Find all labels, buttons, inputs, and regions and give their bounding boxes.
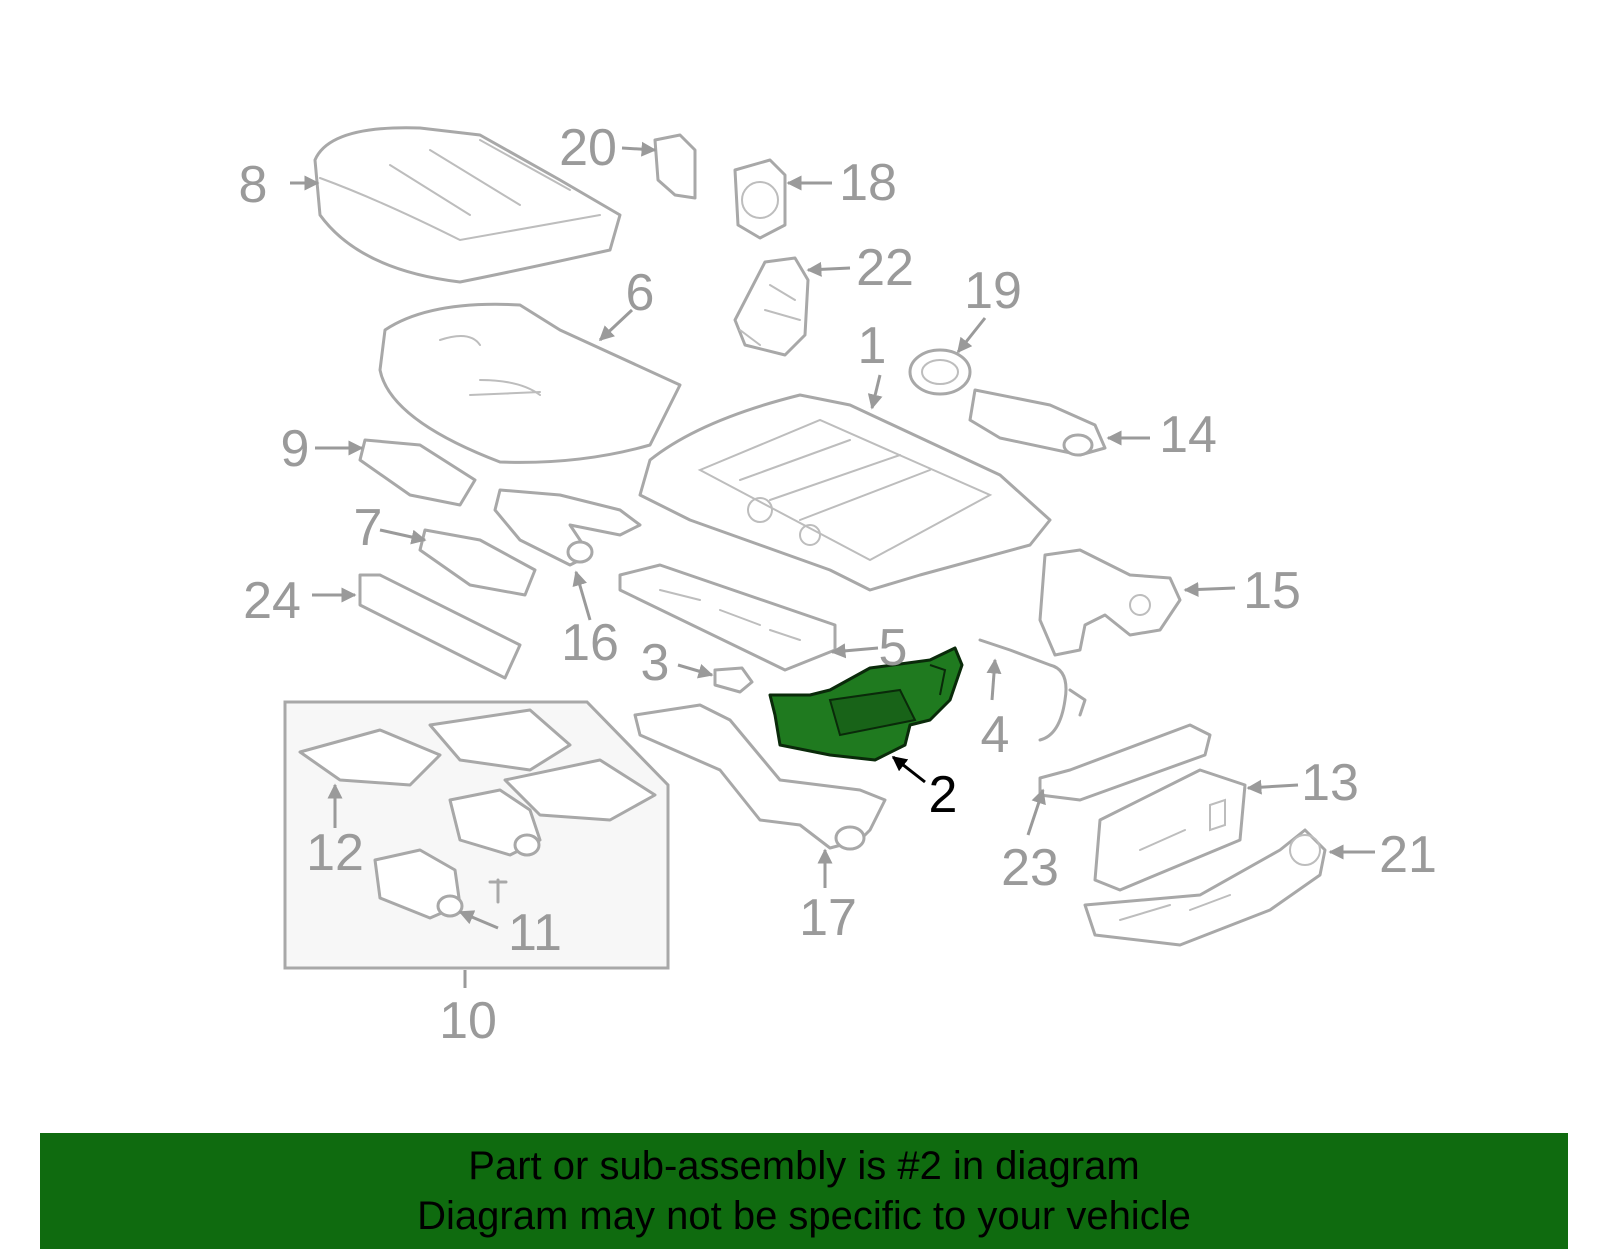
leader-19	[956, 317, 987, 354]
leader-23	[1026, 788, 1046, 836]
part-18-bracket[interactable]	[733, 158, 787, 240]
callout-6: 6	[626, 264, 655, 322]
callout-21: 21	[1379, 826, 1437, 884]
callout-9: 9	[281, 420, 310, 478]
callout-20: 20	[559, 119, 617, 177]
callout-2: 2	[929, 766, 958, 824]
callout-14: 14	[1159, 406, 1217, 464]
part-23-trim[interactable]	[1038, 723, 1212, 802]
part-24-trim[interactable]	[358, 573, 522, 680]
callout-13: 13	[1301, 754, 1359, 812]
part-6-cushion-pad[interactable]	[378, 302, 682, 464]
leader-5	[830, 643, 879, 659]
callout-8: 8	[239, 156, 268, 214]
callout-5: 5	[879, 619, 908, 677]
part-4-cable[interactable]	[978, 638, 1087, 742]
part-20-cap[interactable]	[653, 133, 697, 200]
callout-4: 4	[981, 706, 1010, 764]
leader-2	[891, 755, 926, 784]
callout-24: 24	[243, 572, 301, 630]
leader-7	[379, 528, 427, 545]
callout-22: 22	[856, 239, 914, 297]
leader-20	[621, 141, 657, 157]
callout-18: 18	[839, 154, 897, 212]
part-3-clip[interactable]	[713, 666, 754, 694]
callout-11: 11	[508, 904, 562, 962]
part-22-bracket[interactable]	[733, 256, 810, 357]
part-21-cover[interactable]	[1083, 828, 1327, 947]
part-2-bracket-highlighted[interactable]	[768, 646, 964, 762]
callout-17: 17	[799, 889, 857, 947]
callout-12: 12	[306, 824, 364, 882]
leader-15	[1183, 581, 1236, 597]
part-10-kit-box[interactable]	[283, 700, 670, 970]
part-17-motor[interactable]	[633, 703, 887, 851]
part-1-seat-frame[interactable]	[638, 393, 1052, 592]
leader-13	[1246, 779, 1299, 795]
leader-6	[598, 308, 634, 342]
callout-15: 15	[1243, 562, 1301, 620]
part-9-trim[interactable]	[358, 438, 477, 507]
part-14-motor[interactable]	[968, 388, 1107, 457]
leader-4	[986, 658, 1002, 701]
part-19-ring[interactable]	[908, 348, 972, 396]
callout-10: 10	[439, 992, 497, 1050]
callout-23: 23	[1001, 839, 1059, 897]
leader-1	[867, 374, 883, 410]
callout-3: 3	[641, 634, 670, 692]
part-16-actuator[interactable]	[493, 488, 642, 567]
part-7-trim[interactable]	[418, 528, 537, 597]
footer-banner: Part or sub-assembly is #2 in diagram Di…	[40, 1133, 1568, 1249]
leader-22	[806, 261, 851, 277]
leader-16	[572, 570, 592, 621]
footer-line-part: Part or sub-assembly is #2 in diagram	[468, 1144, 1140, 1188]
leader-3	[677, 663, 714, 679]
callout-1: 1	[858, 317, 887, 375]
footer-line-disclaimer: Diagram may not be specific to your vehi…	[417, 1194, 1191, 1238]
callout-16: 16	[561, 614, 619, 672]
part-13-switch[interactable]	[1093, 768, 1247, 892]
callout-7: 7	[354, 499, 383, 557]
callout-19: 19	[964, 262, 1022, 320]
part-8-cushion-cover[interactable]	[313, 126, 622, 284]
leader-11	[458, 910, 499, 930]
part-15-motor[interactable]	[1038, 548, 1182, 657]
